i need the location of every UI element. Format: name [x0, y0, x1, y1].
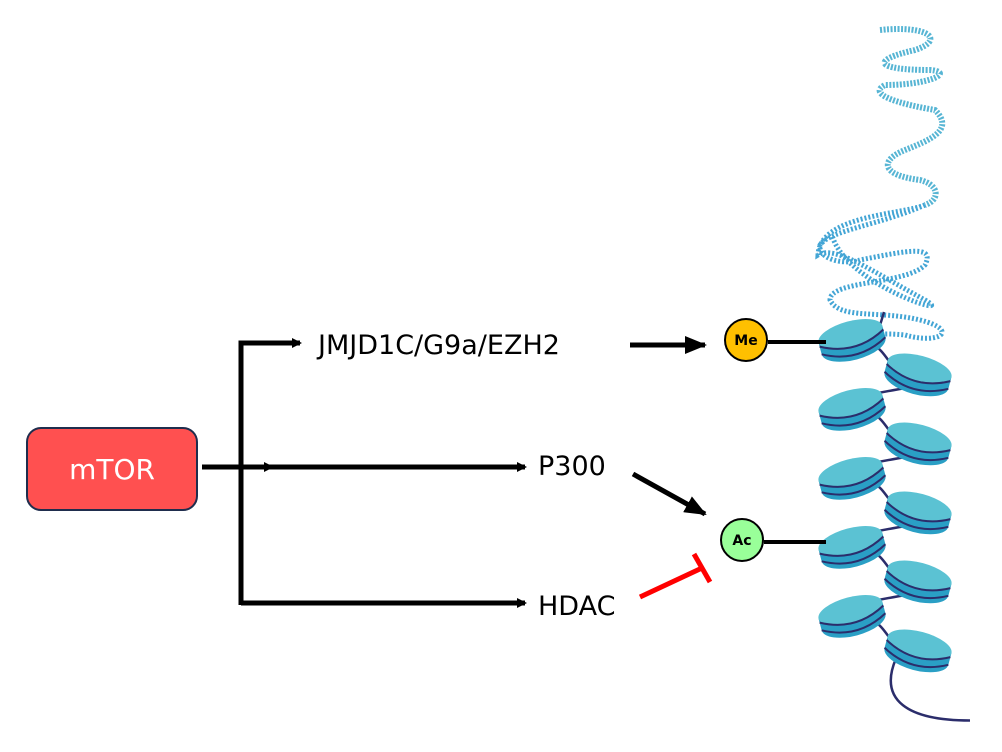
dna-wrap — [821, 612, 887, 634]
dna-wrap — [885, 432, 951, 454]
nucleosome — [883, 560, 952, 604]
hdac-label: HDAC — [538, 591, 615, 622]
dna-wrap — [883, 509, 949, 531]
dna-wrap — [821, 474, 887, 496]
nucleosome — [818, 526, 887, 569]
nucleosome — [883, 491, 952, 535]
dna-wrap — [885, 639, 951, 661]
dna-wrap — [883, 371, 949, 393]
dna-wrap — [819, 535, 885, 557]
nucleosome — [883, 353, 952, 397]
dna-wrap — [819, 328, 885, 350]
mtor-branch-lines — [202, 338, 527, 608]
dna-wrap — [885, 363, 951, 385]
methyl-mark: Me — [724, 318, 826, 362]
mtor-label: mTOR — [69, 453, 155, 486]
acetyl-mark: Ac — [720, 518, 826, 562]
dna-wrap — [821, 336, 887, 358]
dna-wrap — [883, 578, 949, 600]
ac-label: Ac — [732, 533, 751, 549]
p300-to-ac-arrow — [631, 471, 707, 517]
nucleosome — [818, 388, 887, 431]
dna-wrap — [883, 440, 949, 462]
dna-wrap — [821, 543, 887, 565]
p300-label: P300 — [538, 451, 606, 482]
dna-wrap — [819, 397, 885, 419]
nucleosome — [818, 457, 887, 500]
dna-wrap — [885, 570, 951, 592]
nucleosome — [818, 319, 887, 362]
nucleosome — [883, 629, 952, 673]
dna-wrap — [821, 405, 887, 427]
nucleosome-array — [818, 311, 971, 722]
hdac-inhibition-edge — [638, 552, 713, 600]
mtor-node[interactable]: mTOR — [26, 427, 198, 511]
jmjd1c-g9a-ezh2-label: JMJD1C/G9a/EZH2 — [316, 330, 560, 361]
dna-wrap — [819, 604, 885, 626]
nucleosome — [883, 422, 952, 466]
dna-wrap — [883, 647, 949, 669]
dna-wrap — [819, 466, 885, 488]
chromatin-fiber-coil — [815, 26, 946, 356]
nucleosome — [818, 595, 887, 638]
me-label: Me — [734, 333, 757, 349]
dna-wrap — [885, 501, 951, 523]
